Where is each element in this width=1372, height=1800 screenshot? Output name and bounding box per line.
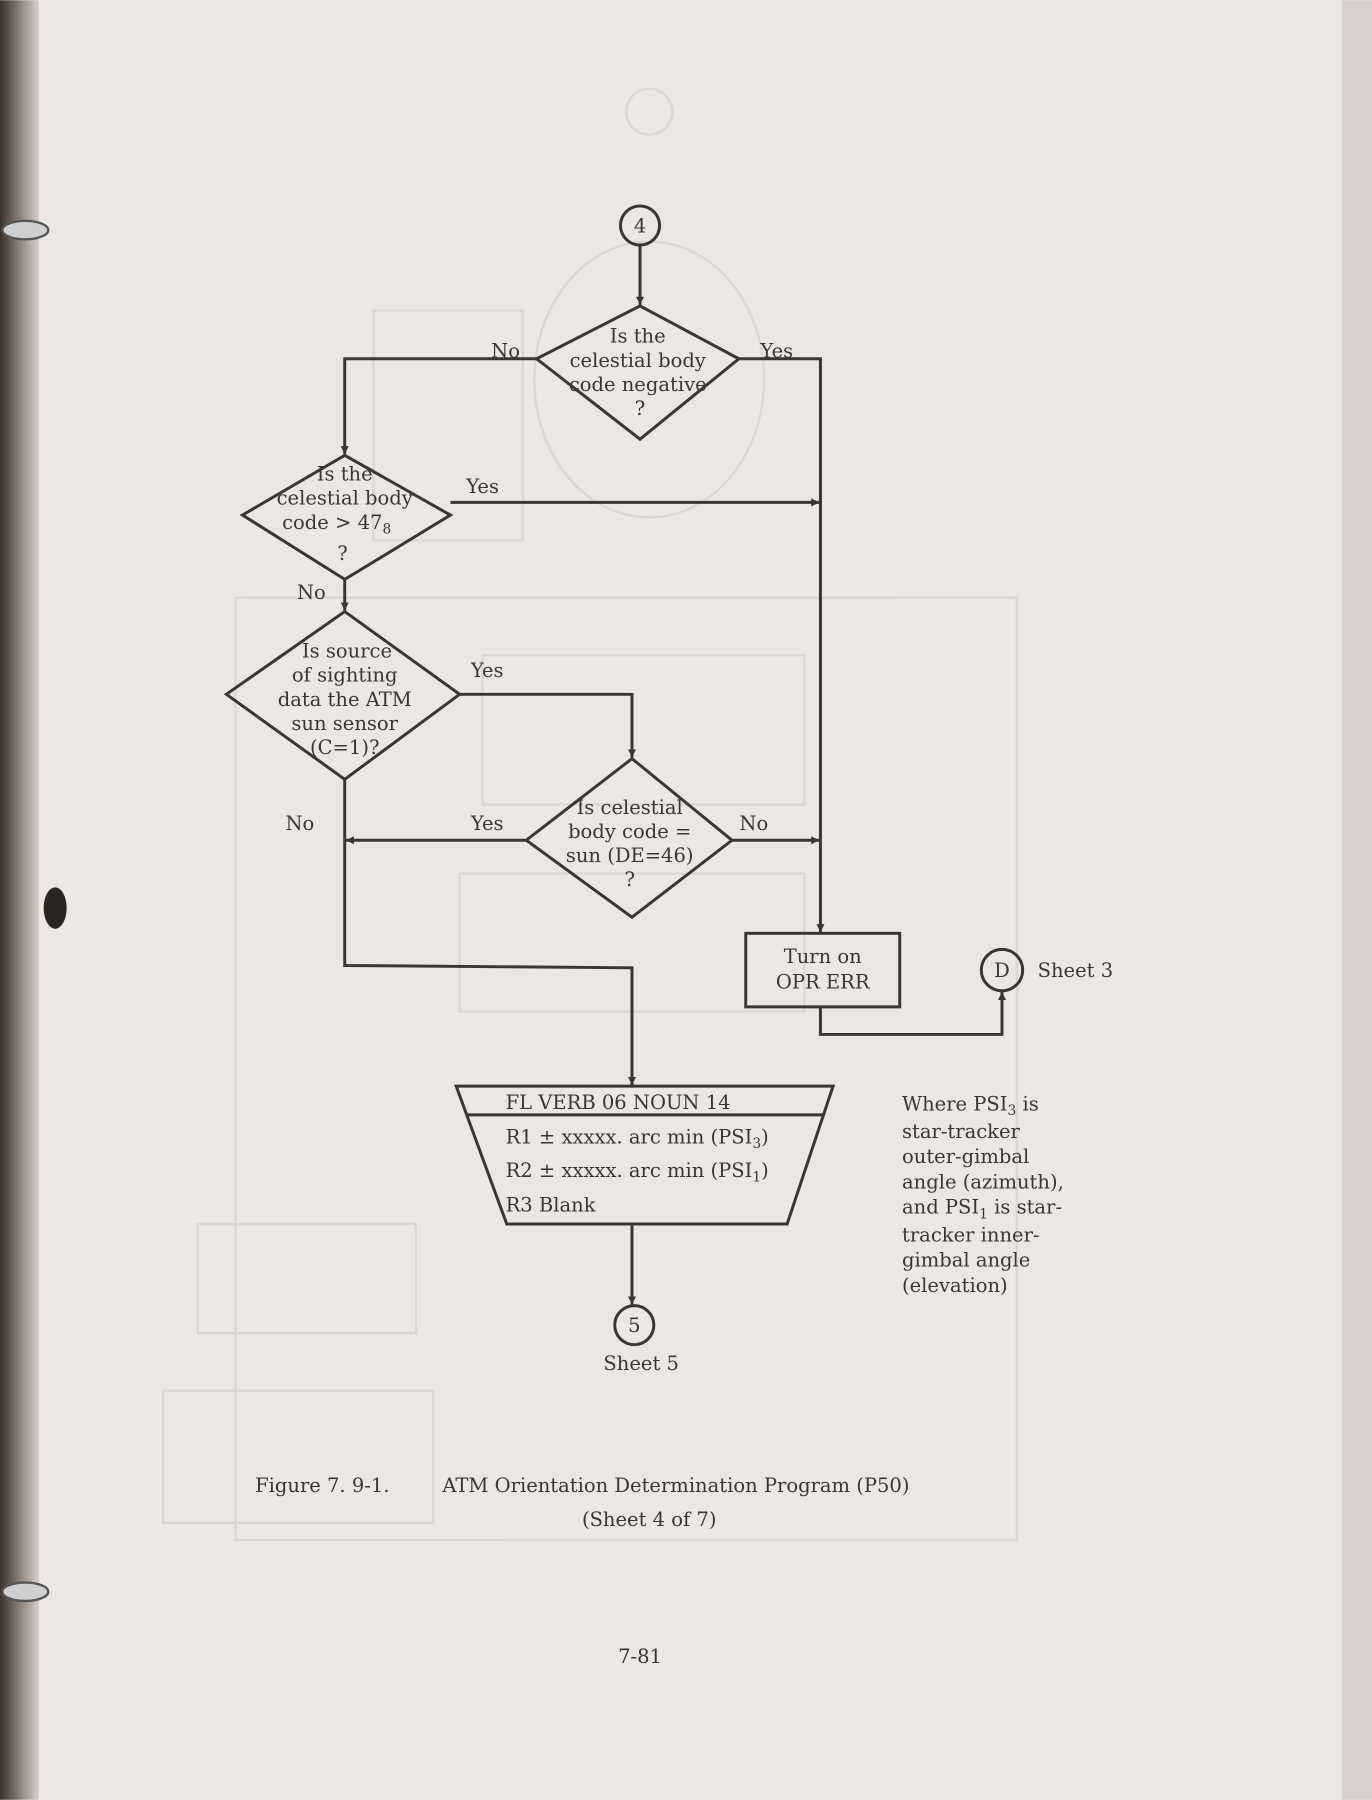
no-label: No	[285, 812, 314, 835]
decision-text: ?	[635, 397, 645, 420]
psi-note: Where PSI3 is star-tracker outer-gimbal …	[902, 1092, 1064, 1297]
page-binding-edge	[0, 0, 40, 1800]
decision-text: of sighting	[292, 664, 398, 687]
no-label: No	[491, 340, 520, 363]
note-line: tracker inner-	[902, 1223, 1040, 1246]
decision-text: celestial body	[570, 349, 706, 372]
flow-arrow	[340, 357, 537, 455]
decision-body-is-sun	[523, 756, 735, 920]
page-right-edge	[1342, 0, 1372, 1800]
decision-text: sun (DE=46)	[566, 844, 694, 867]
decision-text: code negative	[569, 373, 707, 396]
note-line: Where PSI3 is	[902, 1092, 1039, 1119]
note-line: gimbal angle	[902, 1249, 1030, 1272]
decision-text: ?	[624, 868, 634, 891]
decision-text: code > 478	[282, 511, 391, 538]
page-number: 7-81	[618, 1645, 662, 1668]
note-line: outer-gimbal	[902, 1145, 1029, 1168]
no-label: No	[739, 812, 768, 835]
decision-text: body code =	[568, 820, 691, 843]
flow-arrow	[818, 991, 1007, 1036]
decision-text: Is celestial	[577, 796, 683, 819]
connector-5-label: 5	[628, 1314, 640, 1337]
yes-label: Yes	[470, 659, 504, 682]
process-text: Turn on	[784, 945, 862, 968]
display-fl-verb-06-noun-14	[454, 1084, 836, 1226]
connector-5	[613, 1304, 656, 1347]
figure-number: Figure 7. 9-1.	[255, 1474, 389, 1497]
connector-5-sheet: Sheet 5	[603, 1352, 679, 1375]
note-line: (elevation)	[902, 1274, 1008, 1297]
decision-text: Is the	[610, 325, 666, 348]
process-turn-on-opr-err	[744, 931, 902, 1009]
figure-sheet: (Sheet 4 of 7)	[582, 1508, 717, 1531]
connector-d	[979, 947, 1025, 993]
display-r2: R2 ± xxxxx. arc min (PSI1)	[506, 1159, 769, 1186]
display-r1: R1 ± xxxxx. arc min (PSI3)	[506, 1126, 769, 1153]
flow-arrow	[738, 357, 825, 933]
flow-arrow	[459, 692, 637, 758]
note-line: and PSI1 is star-	[902, 1196, 1062, 1223]
flow-arrow	[343, 779, 637, 1086]
process-text: OPR ERR	[776, 970, 871, 993]
decision-text: sun sensor	[291, 712, 398, 735]
decision-text: (C=1)?	[310, 736, 379, 759]
yes-label: Yes	[470, 812, 504, 835]
decision-text: Is source	[302, 640, 392, 663]
decision-text: data the ATM	[278, 688, 412, 711]
note-line: angle (azimuth),	[902, 1170, 1064, 1193]
figure-title: ATM Orientation Determination Program (P…	[441, 1474, 909, 1497]
yes-label: Yes	[465, 475, 499, 498]
no-label: No	[297, 581, 326, 604]
connector-4-label: 4	[634, 214, 646, 237]
decision-text: ?	[337, 542, 347, 565]
decision-text: Is the	[317, 463, 373, 486]
decision-code-negative	[533, 304, 742, 442]
display-r3: R3 Blank	[506, 1193, 596, 1216]
connector-d-label: D	[994, 959, 1010, 982]
decision-text: celestial body	[277, 487, 413, 510]
yes-label: Yes	[759, 340, 793, 363]
display-header: FL VERB 06 NOUN 14	[506, 1091, 731, 1114]
connector-d-sheet: Sheet 3	[1038, 959, 1114, 982]
binder-ring-icon	[1, 219, 67, 1603]
note-line: star-tracker	[902, 1120, 1021, 1143]
